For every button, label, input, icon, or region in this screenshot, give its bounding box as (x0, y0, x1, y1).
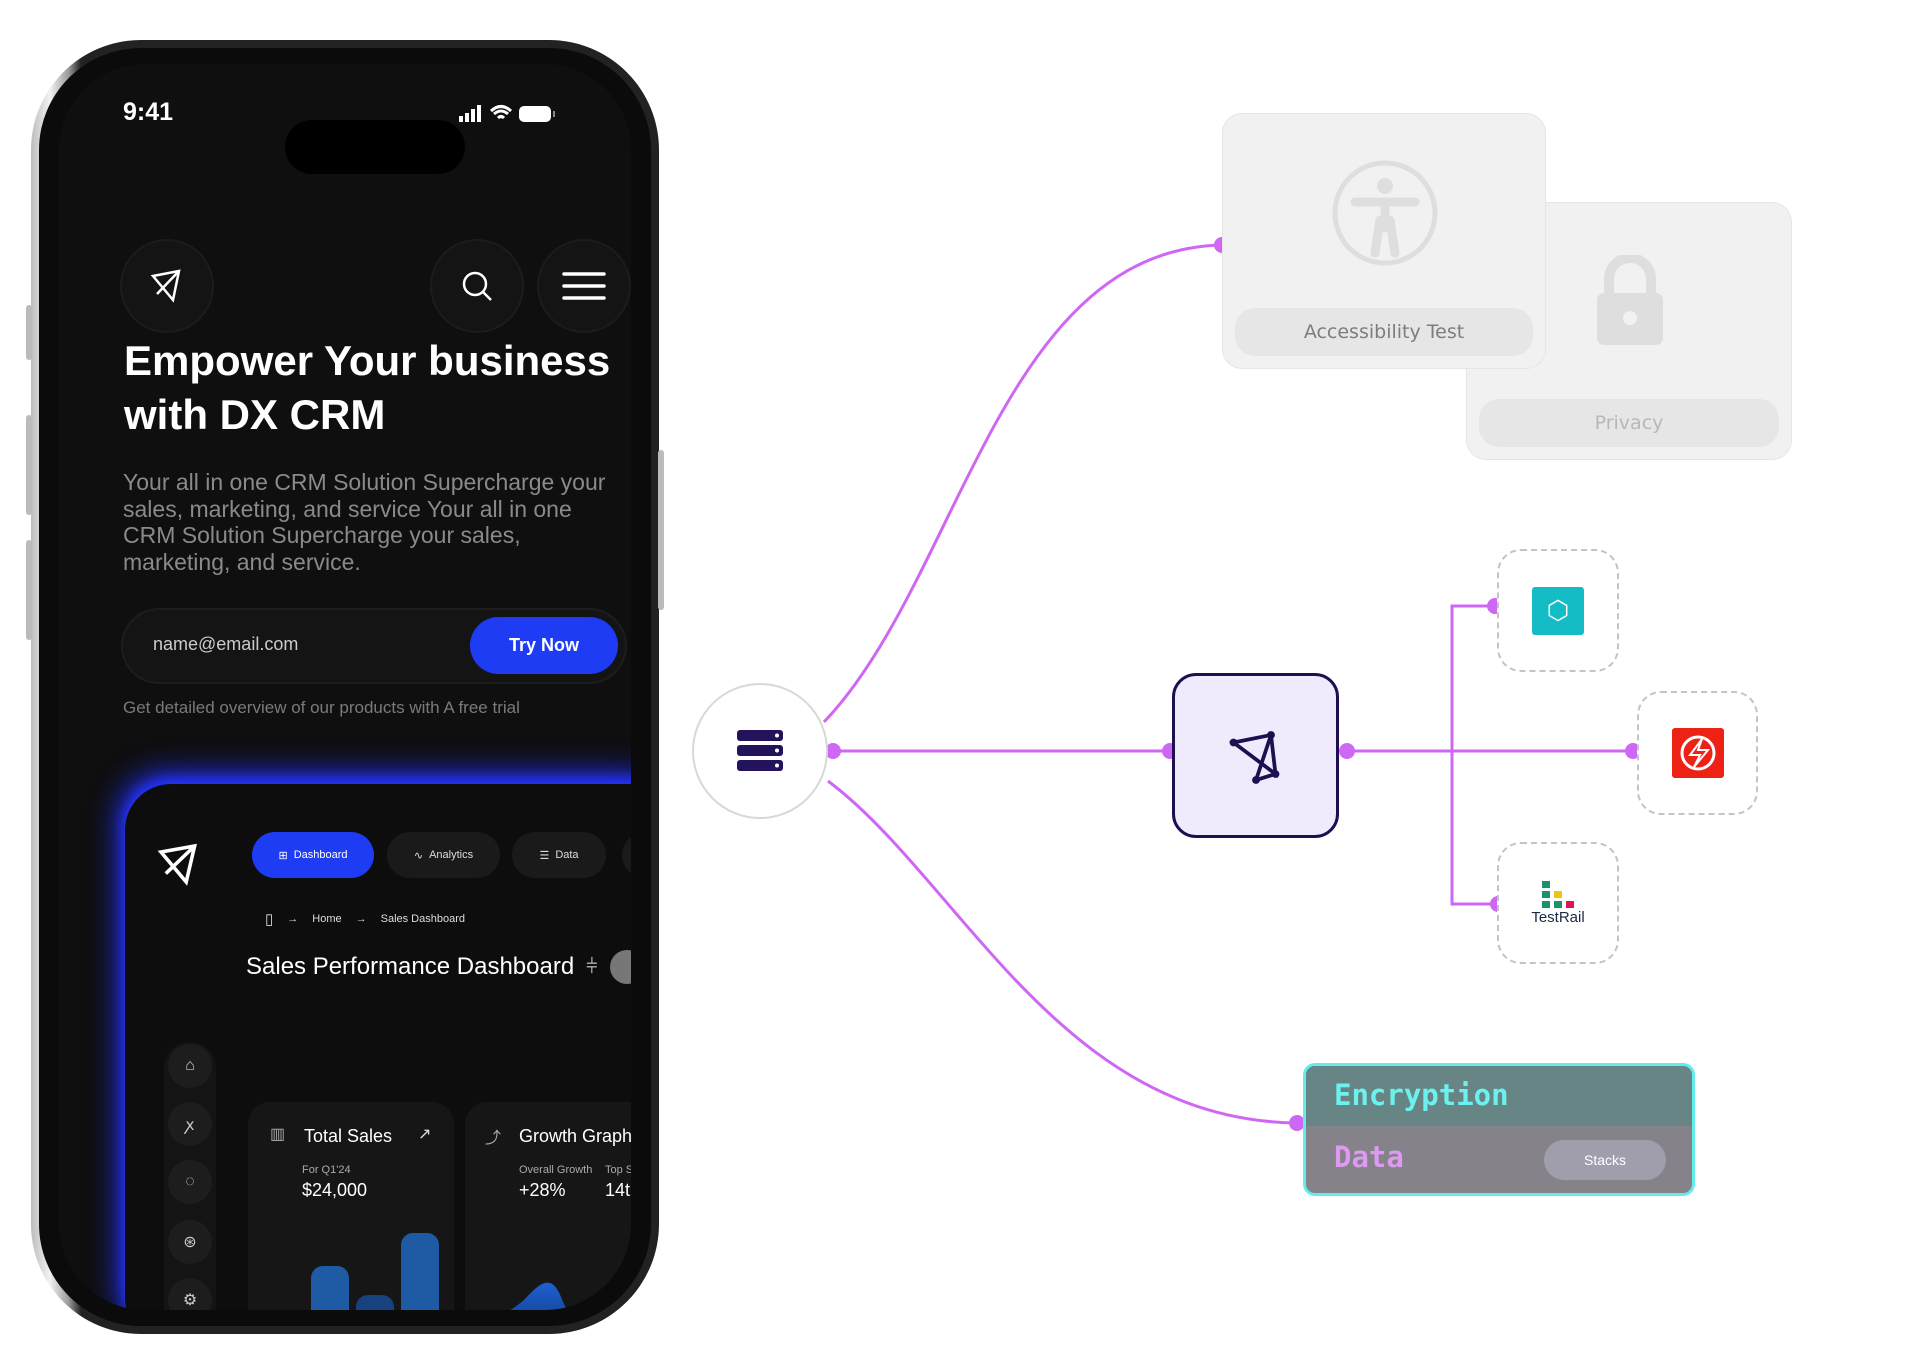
tab-more[interactable]: ⊞ (622, 832, 631, 878)
dx-crm-node[interactable] (1172, 673, 1339, 838)
lock-icon (1597, 255, 1663, 345)
breadcrumb: ▯ → Home → Sales Dashboard (265, 910, 465, 928)
dashboard-title-row: Sales Performance Dashboard ⫩ (246, 950, 631, 984)
tab-analytics[interactable]: ∿Analytics (387, 832, 500, 878)
testrail-logo-icon (1542, 880, 1574, 908)
hamburger-icon (562, 272, 606, 300)
overall-growth-label: Overall Growth (519, 1164, 593, 1176)
accessibility-icon[interactable]: ⊛ (168, 1220, 212, 1264)
home-icon[interactable]: ⌂ (168, 1044, 212, 1088)
chat-icon[interactable]: ◌ (168, 1160, 212, 1204)
connector-dot[interactable] (825, 743, 841, 759)
settings-icon[interactable]: ⚙ (168, 1278, 212, 1310)
file-icon: ▯ (265, 911, 274, 928)
dashboard-title: Sales Performance Dashboard (246, 953, 575, 980)
hero-title: Empower Your business with DX CRM (124, 337, 611, 438)
pulse-icon: ∿ (413, 849, 424, 862)
accessibility-test-card[interactable]: Accessibility Test (1222, 113, 1546, 369)
database-hub-node[interactable] (692, 683, 828, 819)
menu-button[interactable] (539, 241, 629, 331)
card-title: Total Sales (304, 1126, 393, 1146)
breadcrumb-home[interactable]: Home (312, 913, 342, 925)
email-form: name@email.com Try Now (123, 610, 625, 682)
database-icon: ☰ (539, 849, 550, 862)
connector-accessibility (822, 243, 1223, 724)
dashboard-logo-icon (157, 843, 197, 886)
search-button[interactable] (432, 241, 522, 331)
encryption-data-node[interactable]: Encryption Data Stacks (1303, 1063, 1695, 1196)
connector-branch (1450, 604, 1498, 906)
email-input[interactable]: name@email.com (153, 634, 299, 654)
growth-area-chart (479, 1282, 568, 1310)
arrow-right-icon: → (287, 913, 299, 925)
privacy-label: Privacy (1479, 399, 1779, 447)
connector-dot[interactable] (1339, 743, 1355, 759)
side-nav: ⌂ ꭗ ◌ ⊛ ⚙ (164, 1042, 216, 1310)
overall-growth-value: +28% (519, 1180, 566, 1200)
card-title: Growth Graph (519, 1126, 631, 1146)
tab-dashboard[interactable]: ⊞Dashboard (252, 832, 374, 878)
grid-icon: ⊞ (278, 849, 288, 862)
accessibility-test-label: Accessibility Test (1235, 308, 1533, 356)
breadcrumb-current: Sales Dashboard (380, 913, 465, 925)
try-now-button[interactable]: Try Now (470, 617, 618, 674)
trend-icon: ⤴ (485, 1130, 502, 1147)
total-sales-card: ▥ Total Sales ↗ For Q1'24 $24,000 JanFeb… (248, 1102, 454, 1310)
filter-icon[interactable]: ⫩ (586, 955, 598, 978)
accessibility-icon (1332, 160, 1438, 266)
integration-node-top[interactable]: ⬡ (1497, 549, 1619, 672)
connector-dot[interactable] (1289, 1115, 1305, 1131)
testrail-label: TestRail (1531, 908, 1585, 926)
bar-chart-icon: ▥ (270, 1126, 286, 1143)
arrow-up-right-icon[interactable]: ↗ (418, 1126, 432, 1143)
integration-node-middle[interactable] (1637, 691, 1758, 815)
sales-bar-mar (356, 1294, 394, 1310)
dx-logo-icon (1228, 730, 1279, 784)
integration-node-testrail[interactable]: TestRail (1497, 842, 1619, 964)
sales-bar-apr (401, 1233, 439, 1310)
sales-bar-chart (262, 1222, 442, 1310)
data-label: Data (1334, 1140, 1404, 1174)
growth-graph-card: ⤴ Growth Graph Overall Growth +28% Top S… (465, 1102, 631, 1310)
users-icon[interactable]: ꭗ (168, 1102, 212, 1146)
lightning-logo-icon (1671, 728, 1724, 778)
cube-arrow-logo-icon: ⬡ (1532, 586, 1584, 635)
connector-encryption (827, 779, 1298, 1125)
sales-value: $24,000 (302, 1180, 368, 1200)
sales-bar-feb (311, 1266, 349, 1310)
tab-data[interactable]: ☰Data (512, 832, 606, 878)
dashboard-preview: ⊞Dashboard ∿Analytics ☰Data ⊞ ▯ → Home → S… (125, 784, 631, 1310)
stacks-button[interactable]: Stacks (1544, 1140, 1666, 1180)
phone-mockup: 9:41 Empower Your business with DX CRM Y… (26, 40, 664, 1334)
server-stack-icon (737, 730, 783, 771)
period-label: For Q1'24 (302, 1164, 351, 1176)
status-time: 9:41 (123, 98, 174, 126)
growth-area (479, 1282, 568, 1310)
dynamic-island (285, 120, 465, 174)
hero-description: Your all in one CRM Solution Supercharge… (123, 469, 606, 575)
status-icons (459, 105, 555, 122)
top-sales-label: Top Sales (605, 1164, 631, 1176)
logo-icon (150, 269, 181, 303)
arrow-right-icon: → (355, 913, 367, 925)
encryption-label: Encryption (1334, 1078, 1509, 1112)
logo-button[interactable] (122, 241, 212, 331)
calendar-button[interactable] (609, 950, 631, 984)
phone-screen: 9:41 Empower Your business with DX CRM Y… (59, 64, 631, 1310)
search-icon (462, 271, 492, 301)
hero-footnote: Get detailed overview of our products wi… (123, 698, 520, 717)
top-sales-value: 14th Fe (605, 1180, 631, 1200)
